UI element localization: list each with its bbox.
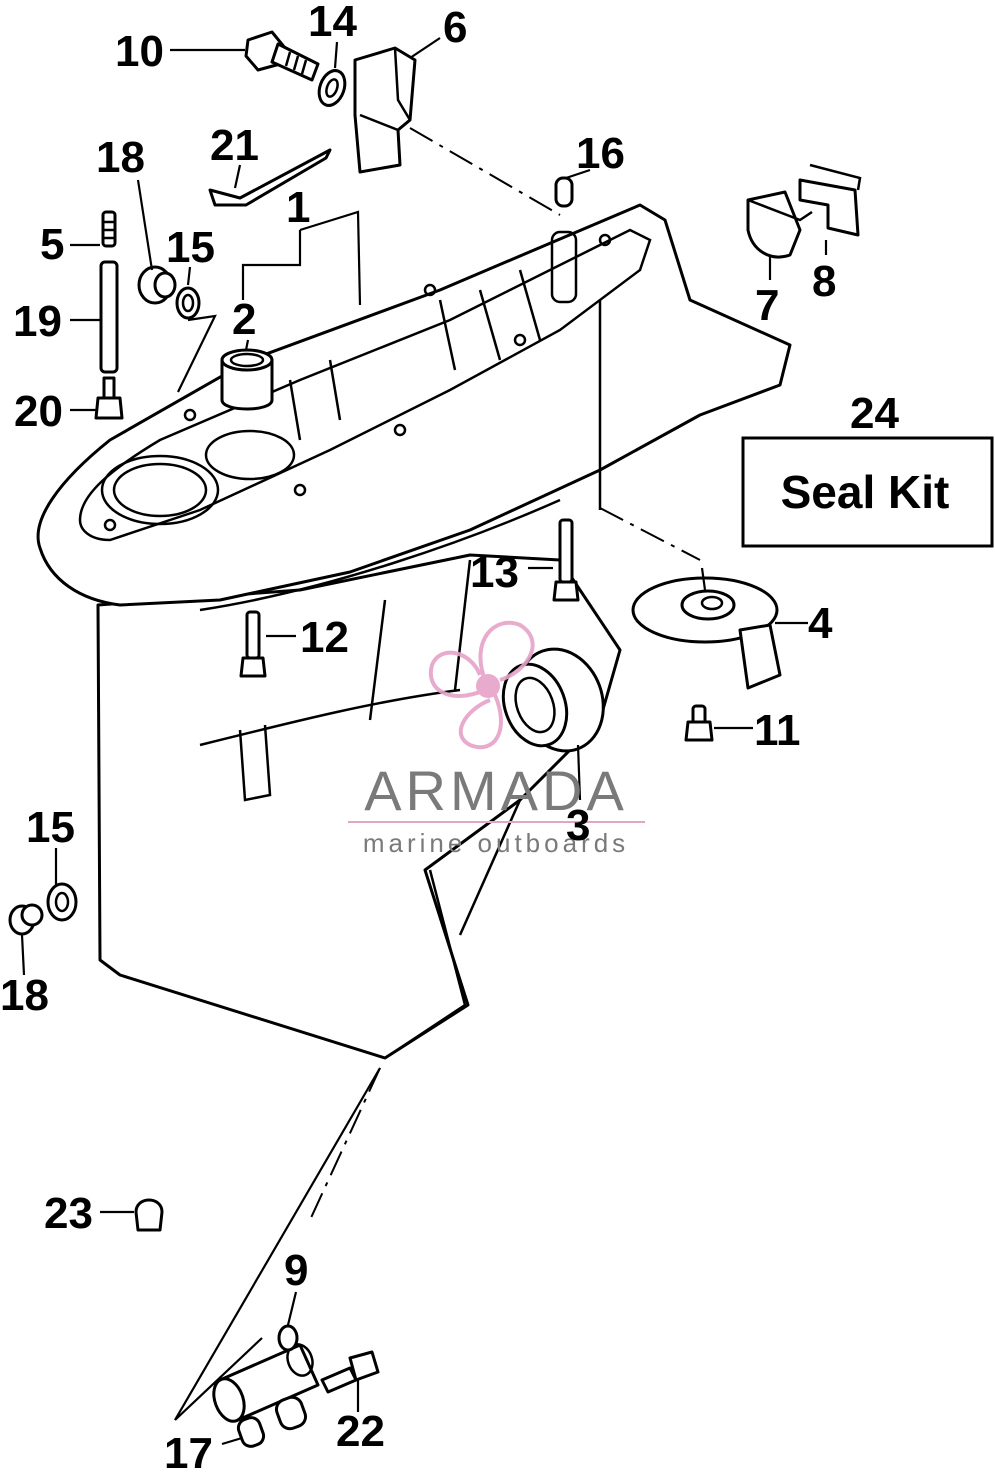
propeller-logo-icon xyxy=(428,620,535,749)
stud-5 xyxy=(101,210,117,248)
seal-housing-3 xyxy=(501,647,605,753)
cable-tie-21 xyxy=(208,148,332,207)
armada-watermark: ARMADA marine outboards xyxy=(348,620,645,858)
dowel-pin-16 xyxy=(554,176,574,208)
coupling-9 xyxy=(212,1324,320,1423)
seal-kit-label: Seal Kit xyxy=(781,466,950,518)
watermark-tagline: marine outboards xyxy=(363,828,629,858)
callout-21: 21 xyxy=(210,121,259,170)
callout-9: 9 xyxy=(284,1246,308,1295)
watermark-brand: ARMADA xyxy=(364,759,628,822)
callout-12: 12 xyxy=(300,613,349,662)
bolt-22 xyxy=(320,1350,380,1394)
callout-17: 17 xyxy=(164,1429,213,1472)
callout-18-lower: 18 xyxy=(0,971,49,1020)
callout-19: 19 xyxy=(13,297,62,346)
washer-14 xyxy=(317,69,347,107)
alignment-lines xyxy=(309,127,701,1221)
callout-14: 14 xyxy=(308,0,357,46)
callout-15-top: 15 xyxy=(166,223,215,272)
plug-18-top xyxy=(137,265,177,305)
callout-5: 5 xyxy=(40,220,64,269)
bolt-13 xyxy=(552,518,580,602)
callout-23: 23 xyxy=(44,1189,93,1238)
seal-kit-box: Seal Kit xyxy=(741,436,994,548)
callout-4: 4 xyxy=(808,599,833,648)
bolt-12 xyxy=(239,610,267,678)
block-6 xyxy=(353,46,417,174)
callout-13: 13 xyxy=(470,548,519,597)
washer-15-lower xyxy=(46,882,78,922)
callout-7: 7 xyxy=(755,281,779,330)
callout-1: 1 xyxy=(286,183,310,232)
callout-22: 22 xyxy=(336,1407,385,1456)
pin-17 xyxy=(236,1395,308,1448)
callout-24: 24 xyxy=(850,389,899,438)
washer-15-top xyxy=(175,286,201,320)
callout-6: 6 xyxy=(443,3,467,52)
bolt-10 xyxy=(244,30,320,82)
fitting-20 xyxy=(94,376,124,420)
trim-tab-4 xyxy=(631,576,782,690)
callout-10: 10 xyxy=(115,27,164,76)
cap-23 xyxy=(134,1198,164,1232)
callout-8: 8 xyxy=(812,257,836,306)
callout-15-lower: 15 xyxy=(26,803,75,852)
plug-18-lower xyxy=(8,903,44,936)
callout-2: 2 xyxy=(232,295,256,344)
callout-11: 11 xyxy=(754,706,801,755)
callout-3: 3 xyxy=(566,801,590,850)
callout-labels: 10 14 6 21 18 16 1 5 15 19 2 20 7 8 24 1… xyxy=(0,0,899,1472)
callout-20: 20 xyxy=(14,387,63,436)
callout-18-top: 18 xyxy=(96,133,145,182)
bolt-11 xyxy=(684,704,714,742)
callout-16: 16 xyxy=(576,129,625,178)
tube-19 xyxy=(99,260,119,374)
clip-8 xyxy=(798,163,862,237)
